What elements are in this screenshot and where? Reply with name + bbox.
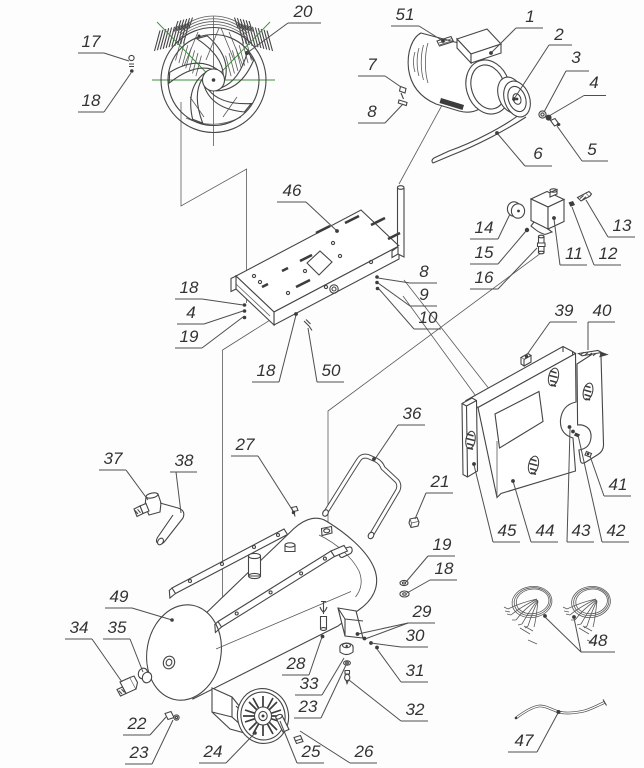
svg-text:48: 48 xyxy=(589,631,608,650)
svg-text:10: 10 xyxy=(419,308,438,327)
svg-text:18: 18 xyxy=(435,559,454,578)
svg-text:18: 18 xyxy=(82,91,101,110)
svg-text:35: 35 xyxy=(108,618,127,637)
svg-text:15: 15 xyxy=(475,243,494,262)
svg-text:19: 19 xyxy=(433,535,452,554)
svg-text:45: 45 xyxy=(498,521,517,540)
svg-text:28: 28 xyxy=(286,654,306,673)
svg-text:43: 43 xyxy=(572,521,591,540)
svg-text:23: 23 xyxy=(298,697,318,716)
svg-text:36: 36 xyxy=(403,404,422,423)
svg-text:51: 51 xyxy=(396,5,415,24)
svg-text:39: 39 xyxy=(555,301,574,320)
svg-text:24: 24 xyxy=(203,742,223,761)
svg-text:44: 44 xyxy=(536,521,555,540)
svg-text:16: 16 xyxy=(475,268,494,287)
svg-text:50: 50 xyxy=(322,361,341,380)
svg-text:42: 42 xyxy=(607,521,626,540)
svg-text:9: 9 xyxy=(419,285,429,304)
svg-text:40: 40 xyxy=(593,301,612,320)
svg-text:17: 17 xyxy=(82,32,101,51)
svg-text:27: 27 xyxy=(235,435,255,454)
svg-text:2: 2 xyxy=(553,25,564,44)
svg-text:26: 26 xyxy=(354,742,374,761)
svg-text:8: 8 xyxy=(419,262,429,281)
svg-text:49: 49 xyxy=(110,587,129,606)
svg-text:41: 41 xyxy=(609,475,628,494)
svg-text:5: 5 xyxy=(587,140,597,159)
svg-text:22: 22 xyxy=(127,714,147,733)
svg-text:14: 14 xyxy=(475,218,494,237)
svg-text:21: 21 xyxy=(430,472,450,491)
svg-text:18: 18 xyxy=(257,361,276,380)
svg-text:7: 7 xyxy=(367,55,377,74)
svg-text:25: 25 xyxy=(301,742,321,761)
svg-text:18: 18 xyxy=(180,278,199,297)
svg-text:13: 13 xyxy=(613,216,632,235)
svg-text:34: 34 xyxy=(70,618,89,637)
svg-text:31: 31 xyxy=(406,661,425,680)
svg-text:4: 4 xyxy=(589,73,598,92)
svg-text:11: 11 xyxy=(565,244,583,263)
svg-text:20: 20 xyxy=(293,2,313,21)
svg-text:32: 32 xyxy=(406,700,425,719)
svg-text:6: 6 xyxy=(533,144,543,163)
svg-text:33: 33 xyxy=(300,674,319,693)
svg-text:46: 46 xyxy=(283,181,302,200)
svg-text:8: 8 xyxy=(367,102,377,121)
svg-text:29: 29 xyxy=(412,602,432,621)
svg-text:37: 37 xyxy=(104,449,123,468)
svg-text:1: 1 xyxy=(525,7,534,26)
svg-text:47: 47 xyxy=(515,731,534,750)
svg-text:12: 12 xyxy=(599,244,618,263)
svg-text:23: 23 xyxy=(129,743,149,762)
svg-text:19: 19 xyxy=(180,327,199,346)
svg-text:30: 30 xyxy=(406,626,425,645)
svg-text:4: 4 xyxy=(186,303,195,322)
svg-text:3: 3 xyxy=(571,48,581,67)
svg-text:38: 38 xyxy=(175,451,194,470)
